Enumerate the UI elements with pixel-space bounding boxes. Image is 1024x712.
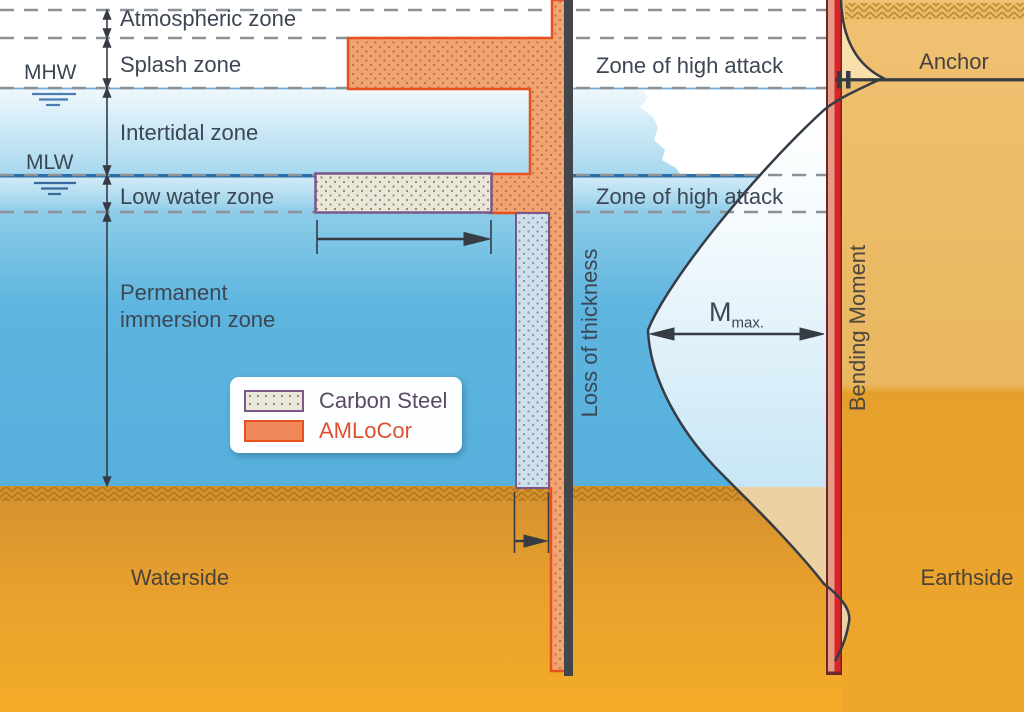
moment-fill-above-anchor <box>841 0 883 78</box>
label-m-max: Mmax. <box>709 297 764 331</box>
anchor-tie-icon <box>837 71 842 89</box>
legend-row-carbon-steel: Carbon Steel <box>244 386 462 416</box>
seabed-hatch <box>0 487 826 501</box>
label-earthside: Earthside <box>920 565 1014 590</box>
label-waterside: Waterside <box>130 565 230 590</box>
label-permanent-line2: immersion zone <box>120 307 276 332</box>
legend: Carbon Steel AMLoCor <box>230 377 462 453</box>
anchored-pile <box>826 0 842 675</box>
label-bending-moment: Bending Moment <box>845 244 870 412</box>
moment-fill-span <box>648 110 826 487</box>
m-subscript: max. <box>731 314 765 332</box>
label-atmospheric-zone: Atmospheric zone <box>120 6 297 31</box>
carbon-steel-immersion-strip <box>515 212 550 489</box>
mmax-arrow <box>649 327 825 341</box>
mlw-level-icon <box>34 181 76 196</box>
bending-moment-curve <box>646 0 886 662</box>
label-zone-high-attack-upper: Zone of high attack <box>596 53 784 78</box>
sheet-pile-wall-line <box>564 0 573 676</box>
label-mlw: MLW <box>26 151 74 174</box>
legend-row-amlocor: AMLoCor <box>244 416 462 446</box>
legend-label-amlocor: AMLoCor <box>319 418 412 443</box>
label-anchor: Anchor <box>919 49 989 74</box>
label-mhw: MHW <box>24 61 77 84</box>
zone-extent-dimension <box>102 8 112 488</box>
carbon-steel-lowwater-block <box>314 172 493 214</box>
label-loss-of-thickness: Loss of thickness <box>577 248 602 418</box>
embedded-loss-dimension <box>513 492 550 553</box>
moment-fill-embedded <box>736 487 826 584</box>
label-intertidal-zone: Intertidal zone <box>120 120 259 145</box>
m-symbol: M <box>709 297 732 327</box>
label-zone-high-attack-lower: Zone of high attack <box>596 184 784 209</box>
label-low-water-zone: Low water zone <box>120 184 275 209</box>
anchor-rod <box>835 71 1024 89</box>
lowwater-loss-dimension <box>316 220 492 254</box>
label-permanent-line1: Permanent <box>120 280 228 305</box>
earthside-ground <box>842 0 1024 712</box>
carbon-steel-swatch-icon <box>244 390 304 412</box>
label-permanent-immersion-zone: Permanent immersion zone <box>120 279 275 333</box>
legend-label-carbon-steel: Carbon Steel <box>319 388 448 413</box>
label-splash-zone: Splash zone <box>120 52 242 77</box>
amlocor-swatch-icon <box>244 420 304 442</box>
earthside-surface-hatch <box>845 3 1024 19</box>
mhw-level-icon <box>32 92 76 107</box>
